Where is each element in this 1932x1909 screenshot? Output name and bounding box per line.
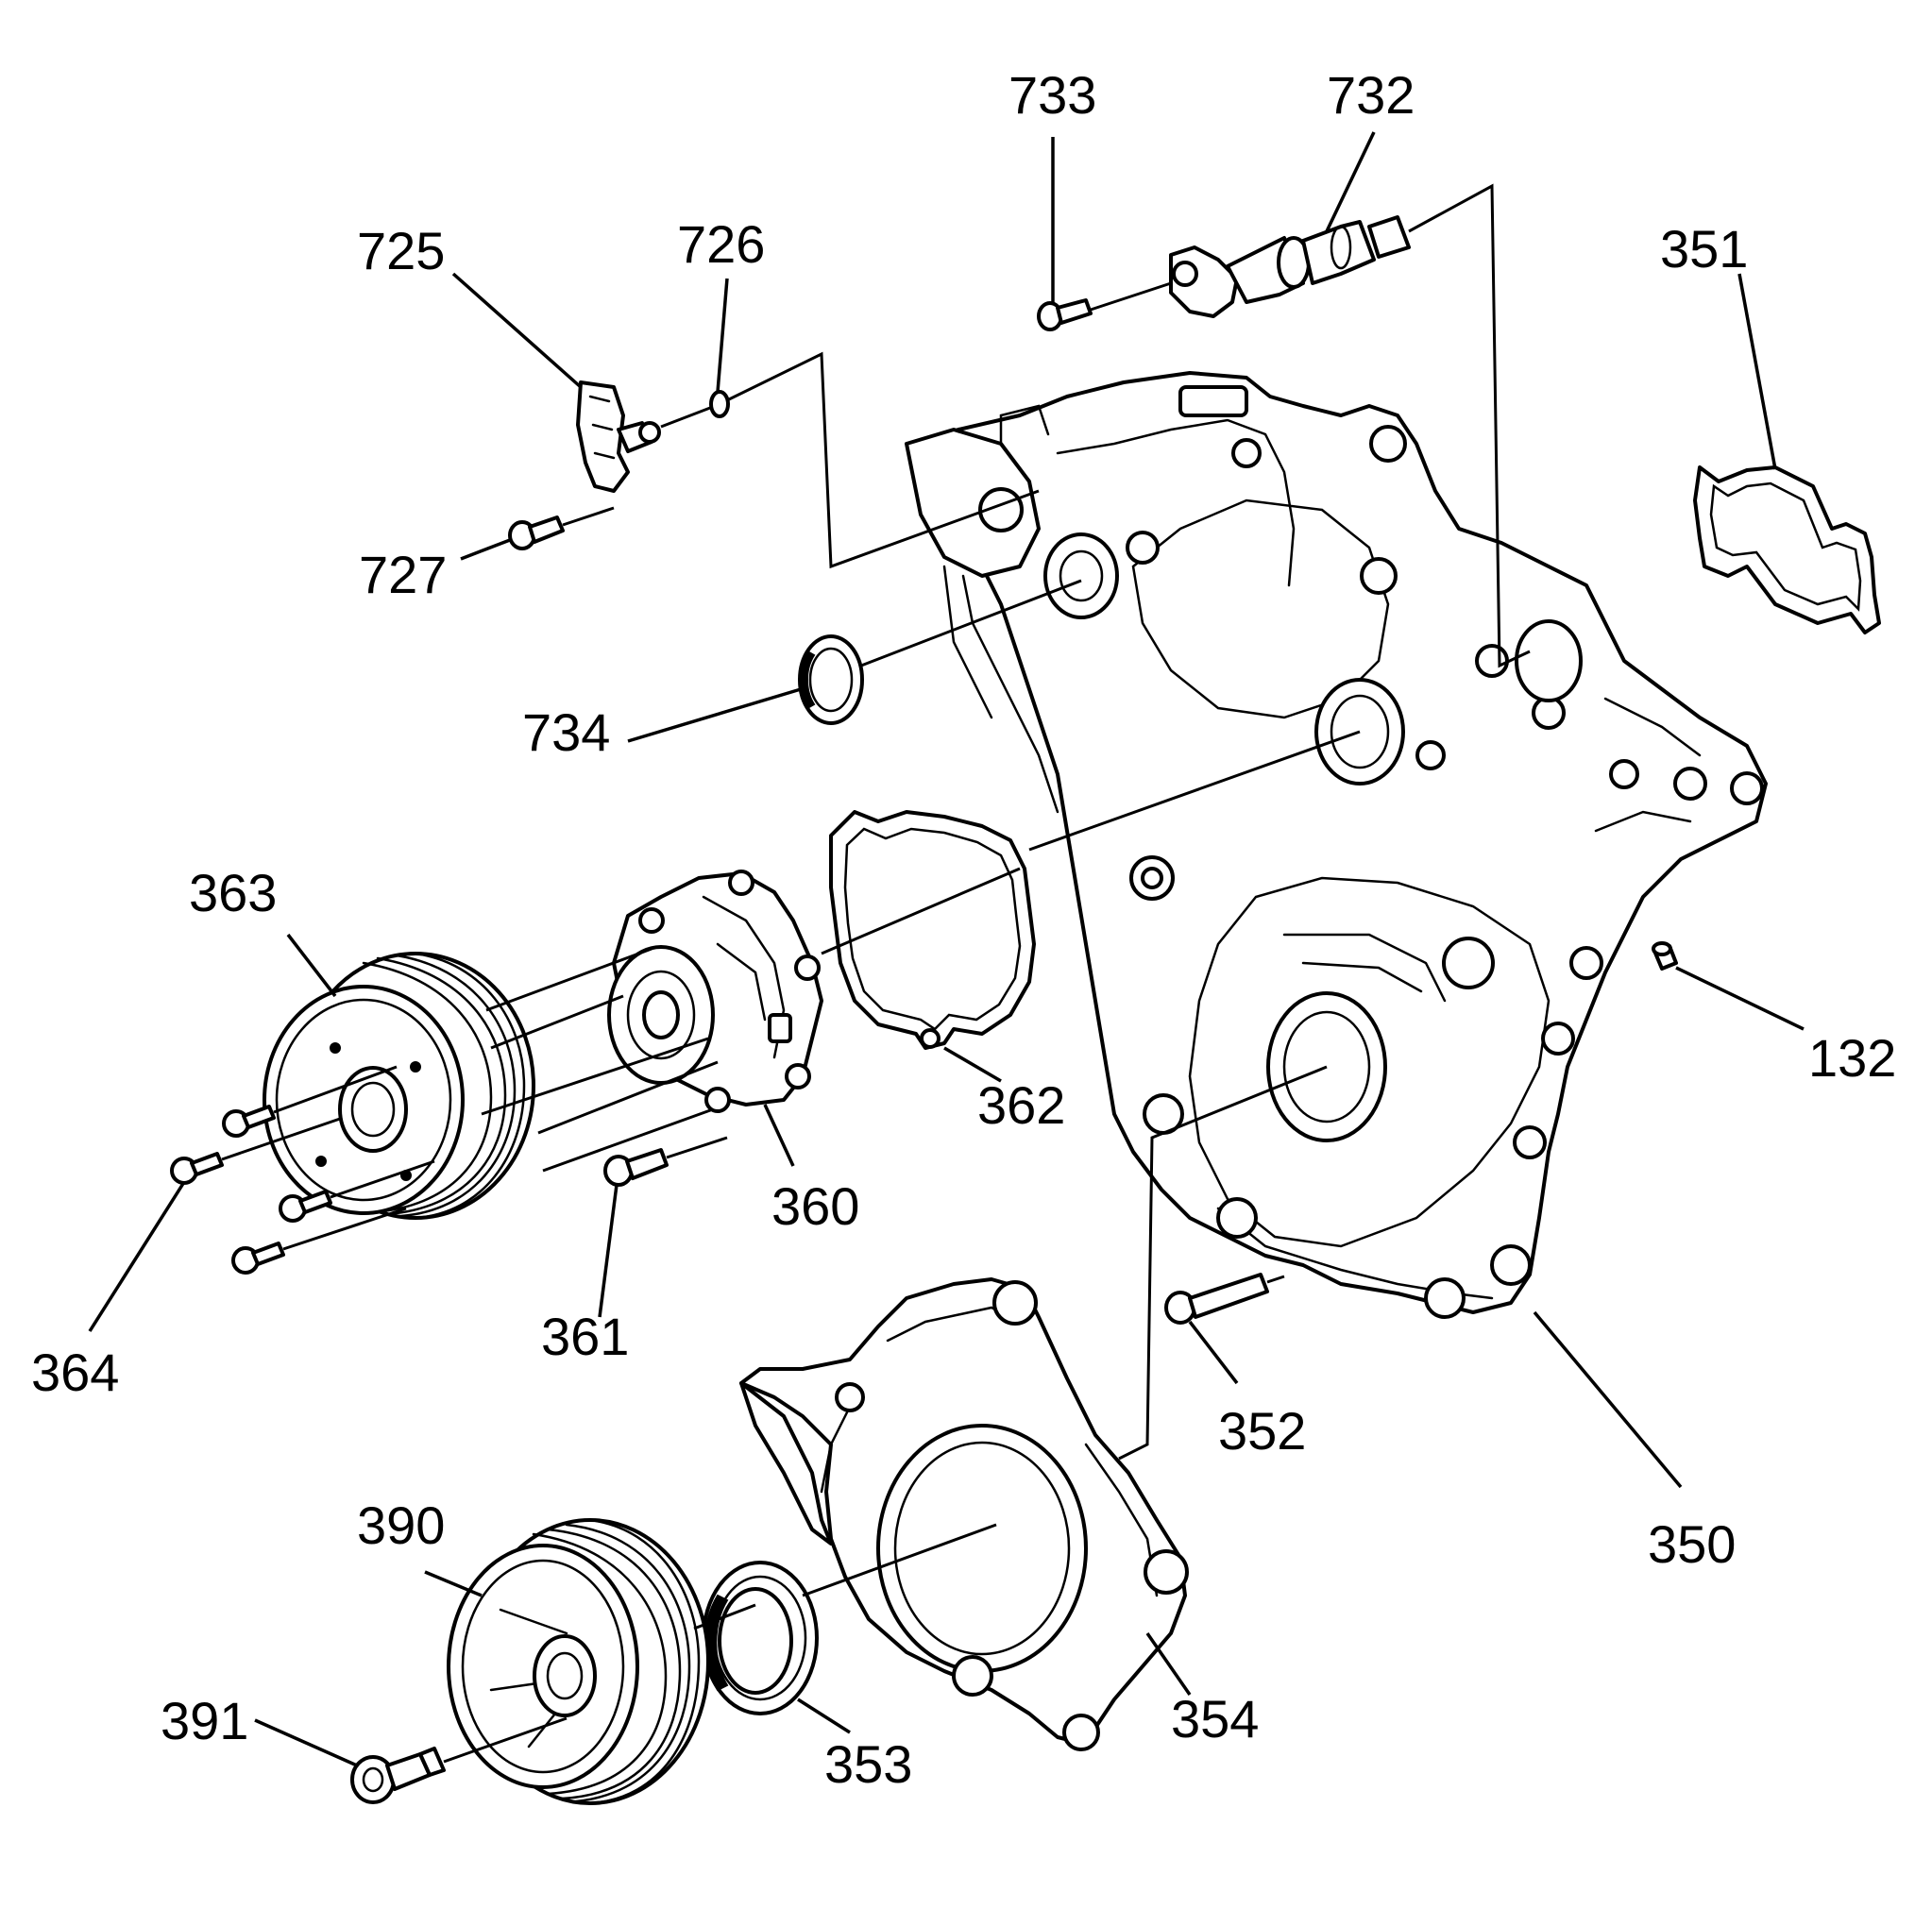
pulley-bolt-part-391	[350, 1747, 446, 1804]
cover-bolt-part-352	[1164, 1273, 1269, 1325]
gasket-part-351	[1693, 465, 1881, 634]
lower-shield-part-354	[739, 1277, 1189, 1751]
callout-361: 361	[541, 1307, 629, 1366]
water-pump-pulley-part-363	[263, 952, 535, 1220]
sensor-part-725	[576, 380, 661, 493]
callout-354: 354	[1171, 1689, 1259, 1749]
cam-seal-part-734	[798, 634, 864, 725]
callout-363: 363	[189, 863, 277, 922]
callout-362: 362	[977, 1075, 1065, 1135]
callout-364: 364	[31, 1343, 119, 1402]
solenoid-bolt-part-733	[1037, 298, 1093, 331]
front-cover-part-350	[905, 371, 1768, 1319]
callout-733: 733	[1008, 65, 1096, 125]
crank-pulley-part-390	[447, 1518, 710, 1805]
crank-seal-part-353	[702, 1561, 819, 1715]
callout-351: 351	[1660, 219, 1748, 279]
callout-734: 734	[522, 702, 610, 762]
callout-360: 360	[771, 1176, 859, 1236]
callout-727: 727	[359, 545, 447, 604]
callout-390: 390	[357, 1495, 445, 1555]
leader-lines	[88, 131, 1805, 1767]
callout-353: 353	[824, 1734, 912, 1794]
callout-352: 352	[1218, 1401, 1306, 1461]
pump-bolt-part-361	[603, 1148, 669, 1187]
pulley-bolts-part-364	[170, 1105, 332, 1275]
callout-350: 350	[1648, 1514, 1736, 1574]
callout-132: 132	[1808, 1028, 1896, 1088]
dowel-part-132	[1652, 941, 1678, 971]
solenoid-part-732	[1169, 215, 1411, 318]
pump-gasket-part-362	[829, 810, 1036, 1050]
callout-725: 725	[357, 221, 445, 280]
callout-labels: 725 726 727 733 732 351 734 363 362 132 …	[31, 65, 1896, 1794]
water-pump-part-360	[607, 870, 823, 1113]
callout-732: 732	[1327, 65, 1415, 125]
callout-726: 726	[677, 214, 765, 274]
o-ring-part-726	[709, 390, 730, 418]
sensor-bolt-part-727	[508, 515, 565, 550]
callout-391: 391	[161, 1691, 248, 1750]
assembly-axes	[221, 183, 1531, 1764]
